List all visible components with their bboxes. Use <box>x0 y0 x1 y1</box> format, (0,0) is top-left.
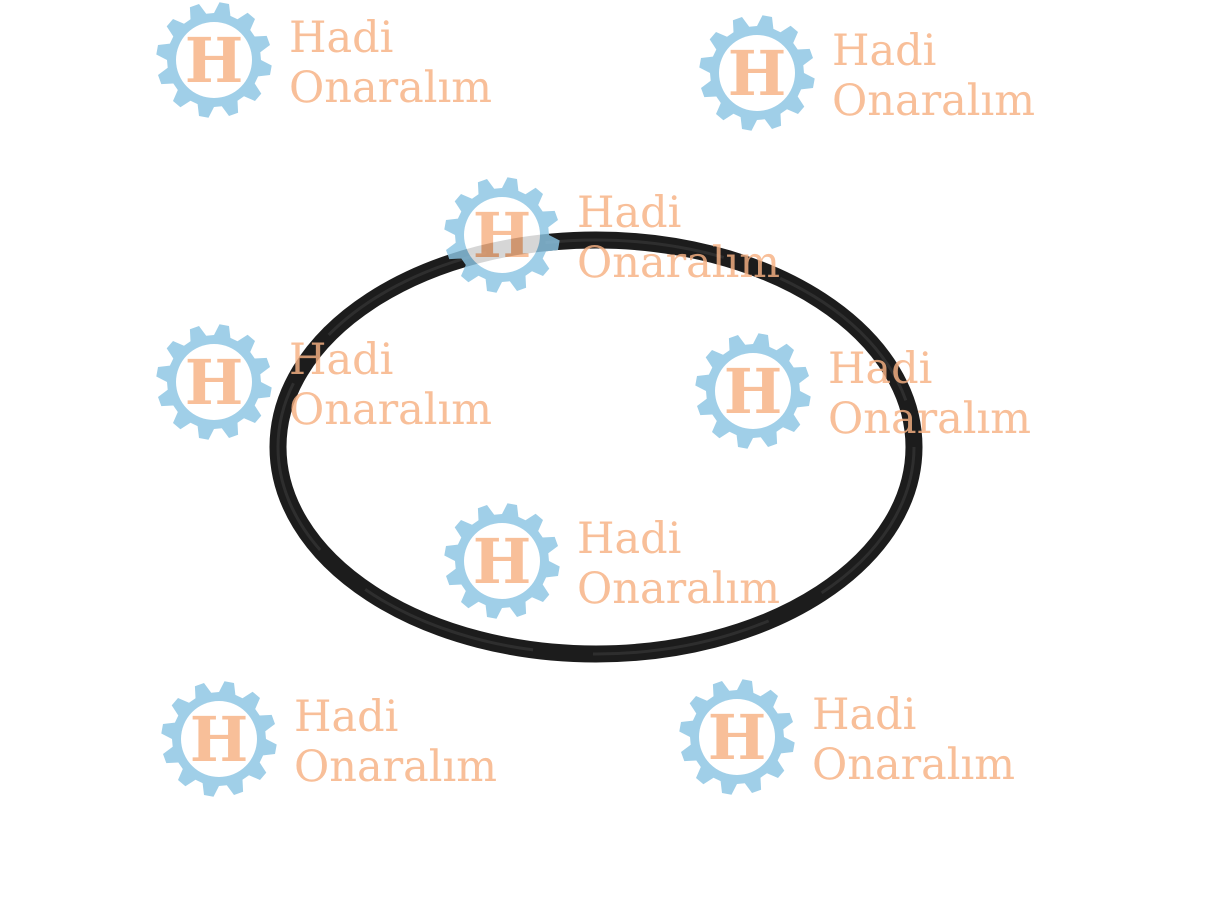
logo-letter: H <box>708 701 767 774</box>
logo-letter: H <box>728 37 787 110</box>
brand-line2: Onaralım <box>577 238 780 288</box>
logo-letter: H <box>185 346 244 419</box>
brand-line2: Onaralım <box>577 564 780 614</box>
gear-inner-circle <box>464 523 540 599</box>
o-ring-highlight <box>276 238 916 656</box>
brand-line1: Hadi <box>828 344 932 394</box>
gear-inner-circle <box>464 197 540 273</box>
gear-inner-circle <box>715 353 791 429</box>
gear-inner-circle <box>719 35 795 111</box>
logo-letter: H <box>724 355 783 428</box>
brand-line1: Hadi <box>577 514 681 564</box>
gear-inner-circle <box>176 22 252 98</box>
o-ring <box>269 231 923 663</box>
brand-line2: Onaralım <box>294 742 497 792</box>
logo-letter: H <box>473 199 532 272</box>
logo-letter: H <box>190 703 249 776</box>
brand-line1: Hadi <box>294 692 398 742</box>
logo-letter: H <box>473 525 532 598</box>
brand-line1: Hadi <box>289 13 393 63</box>
brand-line2: Onaralım <box>828 394 1031 444</box>
gear-inner-circle <box>181 701 257 777</box>
brand-line1: Hadi <box>812 690 916 740</box>
brand-line2: Onaralım <box>289 63 492 113</box>
brand-line1: Hadi <box>289 335 393 385</box>
brand-line1: Hadi <box>832 26 936 76</box>
brand-line2: Onaralım <box>812 740 1015 790</box>
brand-line2: Onaralım <box>289 385 492 435</box>
gear-inner-circle <box>176 344 252 420</box>
gear-inner-circle <box>699 699 775 775</box>
brand-line2: Onaralım <box>832 76 1035 126</box>
logo-letter: H <box>185 24 244 97</box>
brand-line1: Hadi <box>577 188 681 238</box>
